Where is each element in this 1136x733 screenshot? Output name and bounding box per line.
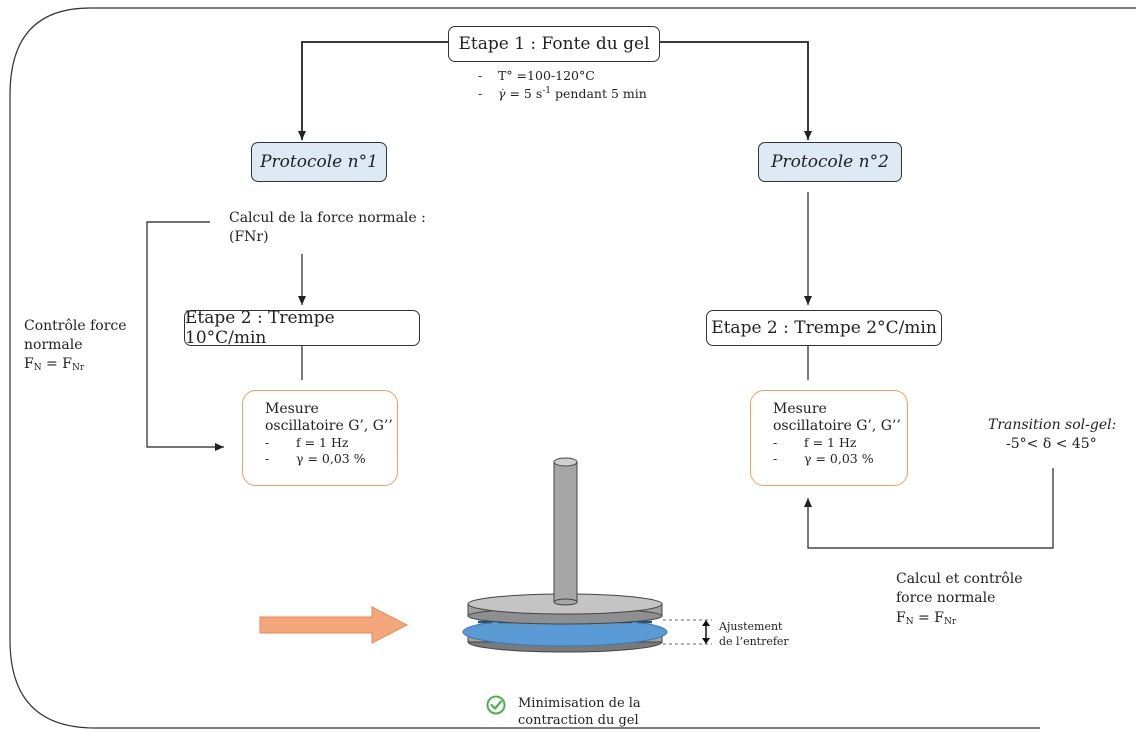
protocol2-box: Protocole n°2 [758,142,902,182]
result-line1: Minimisation de la [518,696,641,711]
connector-transition-loop [804,468,1054,549]
force-calc-line2: (FNr) [229,229,269,245]
protocol1-title: Protocole n°1 [260,152,378,172]
control-formula-p2: FN = FNr [896,610,957,627]
control-formula-p1: FN = FNr [24,356,85,373]
protocol2-step2: Etape 2 : Trempe 2°C/min [711,318,937,338]
double-arrow-icon [702,620,710,644]
protocol2-title: Protocole n°2 [771,152,889,172]
check-circle-icon [486,695,506,715]
p2-measure-line1: Mesure [773,401,827,417]
control-line2: normale [24,337,83,353]
rheometer-illustration [462,457,712,653]
protocol1-step2-box: Etape 2 : Trempe 10°C/min [184,308,420,348]
force-calc-line1: Calcul de la force normale : [229,210,426,226]
step1-param-temp: -T° =100-120°C [478,68,595,83]
protocol1-measure-box: Mesure oscillatoire G’, G’’ -f = 1 Hz -γ… [242,390,398,486]
shear-exp: -1 [542,86,552,96]
protocol2-measure-box: Mesure oscillatoire G’, G’’ -f = 1 Hz -γ… [750,390,908,486]
p1-param2-row: -γ = 0,03 % [265,451,366,466]
p1-param1-row: -f = 1 Hz [265,435,349,450]
gap-label-line1: Ajustement [719,620,783,633]
transition-title: Transition sol-gel: [988,417,1117,433]
p1-measure-line2: oscillatoire G’, G’’ [265,418,393,434]
transition-formula: -5°< δ < 45° [1006,436,1097,452]
p1-measure-line1: Mesure [265,401,319,417]
protocol1-box: Protocole n°1 [251,142,387,182]
shear-symbol: γ̇ [498,86,506,101]
p2-param1-row: -f = 1 Hz [773,435,857,450]
p2-measure-line2: oscillatoire G’, G’’ [773,418,901,434]
connector-step1-p1 [298,41,448,140]
connector-control-loop [146,221,224,451]
outer-frame [9,7,1136,729]
p2-param2: γ = 0,03 % [804,451,874,466]
p1-param1: f = 1 Hz [296,435,349,450]
protocol2-step2-box: Etape 2 : Trempe 2°C/min [706,310,942,346]
p2-control-line1: Calcul et contrôle [896,571,1023,587]
control-line1: Contrôle force [24,318,127,334]
p2-control-line2: force normale [896,590,996,606]
p2-param1: f = 1 Hz [804,435,857,450]
shear-duration: pendant 5 min [551,86,647,101]
connector-step1-p2 [660,41,812,140]
step1-title: Etape 1 : Fonte du gel [458,34,650,54]
step1-param-shear: -γ̇ = 5 s-1 pendant 5 min [478,86,647,101]
p1-param2: γ = 0,03 % [296,451,366,466]
protocol1-step2: Etape 2 : Trempe 10°C/min [185,308,335,348]
step1-temperature: T° =100-120°C [498,68,595,83]
result-line2: contraction du gel [518,713,639,728]
step1-box: Etape 1 : Fonte du gel [448,26,660,62]
shear-value: = 5 s [505,86,543,101]
p2-param2-row: -γ = 0,03 % [773,451,874,466]
gap-label-line2: de l’entrefer [719,635,789,648]
orange-right-arrow [259,606,409,644]
